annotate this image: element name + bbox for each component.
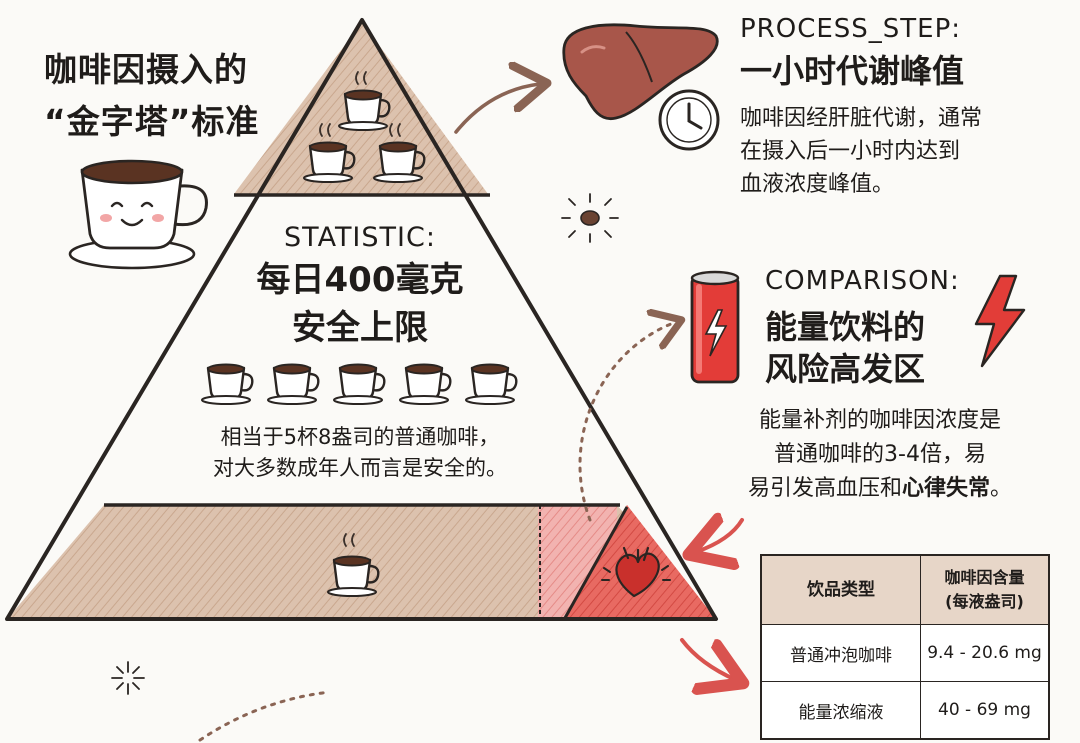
process-step-body-line-3: 血液浓度峰值。 bbox=[740, 172, 895, 197]
title-line-1: 咖啡因摄入的 bbox=[44, 50, 248, 89]
comparison-body-line-3-plain: 易引发高血压和 bbox=[747, 476, 902, 501]
lightning-icon bbox=[974, 274, 1026, 368]
middle-tier-cups bbox=[200, 363, 518, 406]
title-line-2: “金字塔”标准 bbox=[44, 102, 260, 141]
process-step-kicker: PROCESS_STEP: bbox=[740, 14, 962, 44]
comparison-body: 能量补剂的咖啡因浓度是 普通咖啡的3-4倍，易 易引发高血压和心律失常。 bbox=[690, 404, 1070, 506]
table-row: 能量浓缩液 40 - 69 mg bbox=[760, 681, 1050, 740]
statistic-title-line-2: 安全上限 bbox=[292, 308, 428, 348]
smiling-cup-icon bbox=[68, 159, 208, 270]
clock-icon bbox=[658, 89, 720, 151]
process-step-body-line-1: 咖啡因经肝脏代谢，通常 bbox=[740, 106, 983, 131]
statistic-note: 相当于5杯8盎司的普通咖啡， 对大多数成年人而言是安全的。 bbox=[150, 422, 570, 484]
infographic-title: 咖啡因摄入的 “金字塔”标准 bbox=[44, 44, 304, 148]
comparison-body-line-3-end: 。 bbox=[990, 476, 1013, 501]
comparison-body-line-3-bold: 心律失常 bbox=[901, 476, 990, 501]
dotted-curve-bottom bbox=[198, 690, 332, 742]
arrow-red-to-table bbox=[680, 638, 736, 680]
comparison-title-line-2: 风险高发区 bbox=[765, 350, 926, 388]
liver-icon bbox=[562, 23, 719, 121]
coffee-bean-doodle bbox=[561, 193, 619, 243]
table-cell-drink: 普通冲泡咖啡 bbox=[760, 624, 921, 682]
heart-icon bbox=[601, 546, 671, 598]
table-header-drink-type: 饮品类型 bbox=[760, 554, 921, 625]
table-row: 普通冲泡咖啡 9.4 - 20.6 mg bbox=[760, 624, 1050, 682]
process-step-body-line-2: 在摄入后一小时内达到 bbox=[740, 139, 961, 164]
statistic-title-line-1: 每日400毫克 bbox=[256, 260, 464, 300]
table-cell-drink: 能量浓缩液 bbox=[760, 681, 921, 740]
process-step-title: 一小时代谢峰值 bbox=[740, 52, 965, 90]
caffeine-content-table: 饮品类型 咖啡因含量 (每液盎司) 普通冲泡咖啡 9.4 - 20.6 mg 能… bbox=[760, 554, 1050, 740]
sparkle-doodle bbox=[111, 661, 145, 695]
process-step-body: 咖啡因经肝脏代谢，通常 在摄入后一小时内达到 血液浓度峰值。 bbox=[740, 102, 1060, 201]
comparison-body-line-3: 易引发高血压和心律失常。 bbox=[690, 472, 1070, 506]
statistic-note-line-2: 对大多数成年人而言是安全的。 bbox=[213, 456, 507, 480]
statistic-kicker: STATISTIC: bbox=[284, 222, 436, 253]
energy-can-icon bbox=[690, 270, 740, 384]
table-cell-caffeine: 9.4 - 20.6 mg bbox=[920, 624, 1050, 682]
table-cell-caffeine: 40 - 69 mg bbox=[920, 681, 1050, 740]
arrow-risk-to-comparison bbox=[578, 322, 676, 522]
arrow-comparison-to-heart bbox=[696, 520, 744, 552]
statistic-note-line-1: 相当于5杯8盎司的普通咖啡， bbox=[220, 425, 500, 449]
table-header-row: 饮品类型 咖啡因含量 (每液盎司) bbox=[760, 554, 1050, 625]
statistic-title: 每日400毫克 安全上限 bbox=[210, 256, 510, 352]
comparison-title-line-1: 能量饮料的 bbox=[765, 308, 926, 346]
table-header-caffeine-line-1: 咖啡因含量 bbox=[944, 568, 1025, 587]
comparison-title: 能量饮料的 风险高发区 bbox=[765, 306, 985, 390]
arrow-top-to-process bbox=[454, 84, 540, 134]
comparison-kicker: COMPARISON: bbox=[765, 266, 960, 296]
comparison-body-line-1: 能量补剂的咖啡因浓度是 bbox=[758, 408, 1001, 433]
table-header-caffeine: 咖啡因含量 (每液盎司) bbox=[920, 554, 1050, 625]
table-header-caffeine-line-2: (每液盎司) bbox=[945, 592, 1024, 611]
comparison-body-line-2: 普通咖啡的3-4倍，易 bbox=[774, 442, 986, 467]
